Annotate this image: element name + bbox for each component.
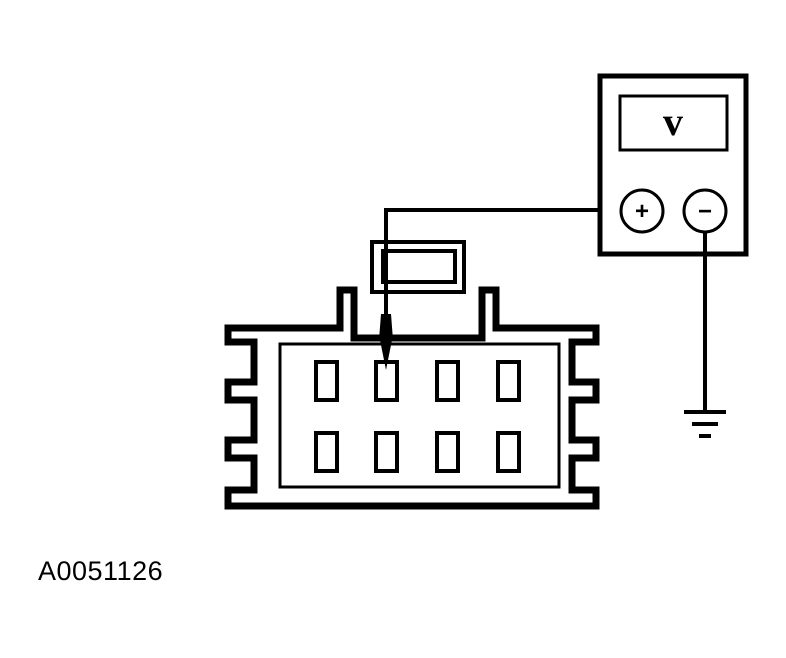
electrical-connector-icon [224, 286, 600, 510]
positive-terminal [619, 188, 665, 234]
negative-terminal-label: − [698, 198, 712, 225]
terminal-cavity [496, 431, 521, 473]
terminal-cavity [496, 360, 521, 402]
terminal-cavity [435, 360, 460, 402]
terminal-cavity [435, 431, 460, 473]
voltmeter-icon: v + − [597, 73, 749, 257]
meter-display-label: v [663, 99, 683, 144]
figure-id: A0051126 [38, 556, 164, 586]
terminal-cavity [314, 431, 339, 473]
connector-inner-frame [278, 342, 561, 489]
test-probe-icon [379, 314, 393, 370]
terminal-cavity [374, 360, 399, 402]
positive-test-lead [384, 208, 618, 318]
positive-terminal-label: + [635, 198, 649, 225]
terminal-cavity [374, 431, 399, 473]
terminal-cavity [314, 360, 339, 402]
meter-display [618, 94, 729, 152]
terminal-cavities [314, 360, 521, 473]
ground-icon [684, 410, 726, 438]
connector-latch [370, 240, 466, 294]
